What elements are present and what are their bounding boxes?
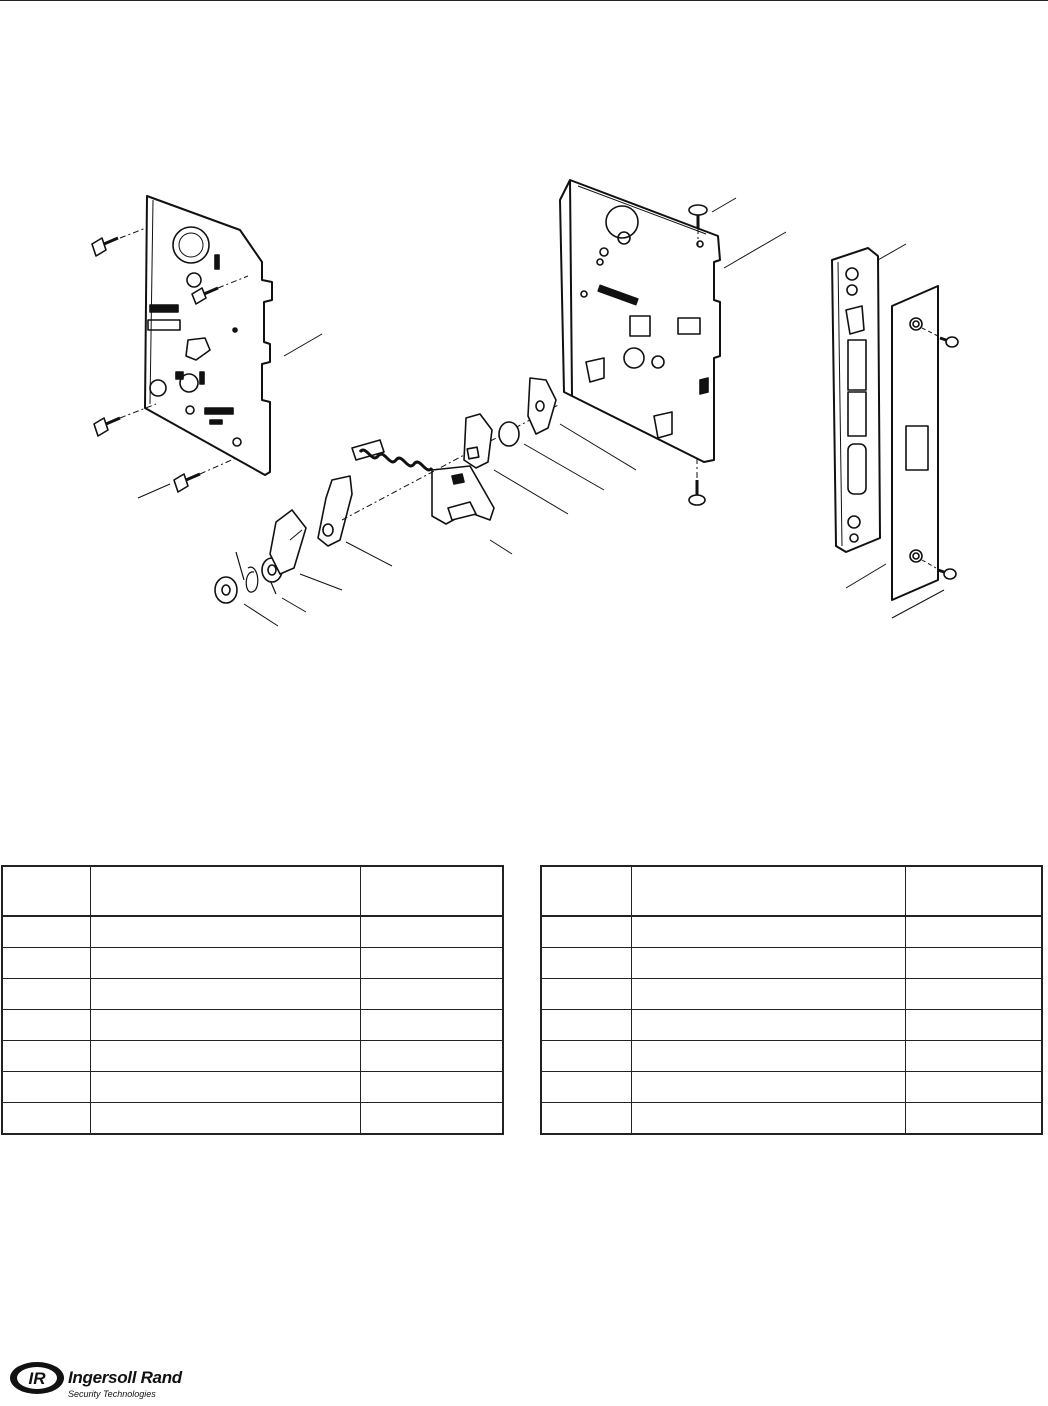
table-cell (359, 915, 504, 948)
top-rule (0, 0, 1048, 1)
table-cell (904, 978, 1043, 1010)
table-cell (89, 978, 361, 1010)
table-row (1, 978, 504, 1010)
header-cell (89, 865, 361, 917)
table-cell (540, 947, 632, 979)
table-row (1, 1071, 504, 1103)
table-cell (1, 978, 91, 1010)
table-cell (89, 1102, 361, 1135)
table-cell (540, 1071, 632, 1103)
table-cell (89, 1071, 361, 1103)
table-cell (904, 947, 1043, 979)
table-cell (359, 1071, 504, 1103)
brand-subtitle: Security Technologies (68, 1389, 156, 1399)
table-cell (1, 1102, 91, 1135)
table-cell (1, 1071, 91, 1103)
callout-lines-middle (243, 423, 637, 627)
table-cell (1, 947, 91, 979)
left-screws (91, 227, 249, 493)
brand-name: Ingersoll Rand (68, 1368, 182, 1387)
table-header-row (540, 865, 1043, 917)
lock-case-housing (559, 179, 721, 463)
table-cell (904, 1102, 1043, 1135)
table-cell (630, 978, 906, 1010)
table-row (540, 1040, 1043, 1072)
svg-text:IR: IR (29, 1369, 47, 1388)
table-cell (630, 1009, 906, 1041)
screw-icon (191, 275, 249, 305)
screw-icon (93, 403, 157, 437)
case-screws (688, 204, 708, 506)
table-cell (540, 1040, 632, 1072)
left-cover-plate (144, 195, 273, 476)
hub-spring-assembly (214, 475, 353, 604)
table-cell (904, 915, 1043, 948)
callout-lines-left (137, 333, 323, 499)
table-cell (630, 1102, 906, 1135)
faceplate (831, 247, 881, 553)
screw-icon (921, 327, 959, 348)
table-cell (89, 1009, 361, 1041)
table-cell (359, 978, 504, 1010)
table-cell (904, 1071, 1043, 1103)
table-cell (89, 915, 361, 948)
table-cell (630, 1071, 906, 1103)
table-cell (630, 947, 906, 979)
table-cell (630, 1040, 906, 1072)
table-cell (359, 1102, 504, 1135)
table-cell (540, 915, 632, 948)
screw-icon (921, 559, 957, 580)
ingersoll-rand-logo: IR Ingersoll Rand Security Technologies (8, 1356, 188, 1404)
table-cell (89, 1040, 361, 1072)
table-cell (1, 1040, 91, 1072)
spring-bar-slide (341, 403, 561, 525)
armored-front (891, 285, 959, 601)
screw-icon (91, 227, 147, 257)
screw-icon (688, 204, 708, 246)
exploded-lock-diagram (91, 179, 959, 627)
screw-icon (173, 457, 237, 493)
header-cell (904, 865, 1043, 917)
ir-logo-icon: IR (10, 1362, 64, 1394)
screw-icon (688, 458, 706, 506)
hub-pieces (463, 377, 557, 469)
table-cell (540, 1009, 632, 1041)
table-row (1, 915, 504, 948)
table-row (1, 1102, 504, 1135)
table-row (1, 1040, 504, 1072)
table-row (1, 1009, 504, 1041)
table-row (540, 1071, 1043, 1103)
header-cell (630, 865, 906, 917)
table-cell (1, 915, 91, 948)
header-cell (1, 865, 91, 917)
parts-table-right (540, 865, 1043, 1135)
table-cell (359, 1040, 504, 1072)
table-row (1, 947, 504, 979)
table-cell (904, 1040, 1043, 1072)
table-row (540, 978, 1043, 1010)
table-row (540, 1009, 1043, 1041)
table-cell (540, 978, 632, 1010)
header-cell (540, 865, 632, 917)
table-cell (359, 1009, 504, 1041)
parts-table-left (1, 865, 504, 1135)
callout-lines-right (711, 197, 945, 619)
table-row (540, 1102, 1043, 1135)
table-header-row (1, 865, 504, 917)
header-cell (359, 865, 504, 917)
table-cell (1, 1009, 91, 1041)
table-cell (540, 1102, 632, 1135)
table-cell (359, 947, 504, 979)
table-cell (89, 947, 361, 979)
table-cell (630, 915, 906, 948)
table-cell (904, 1009, 1043, 1041)
table-row (540, 915, 1043, 948)
table-row (540, 947, 1043, 979)
